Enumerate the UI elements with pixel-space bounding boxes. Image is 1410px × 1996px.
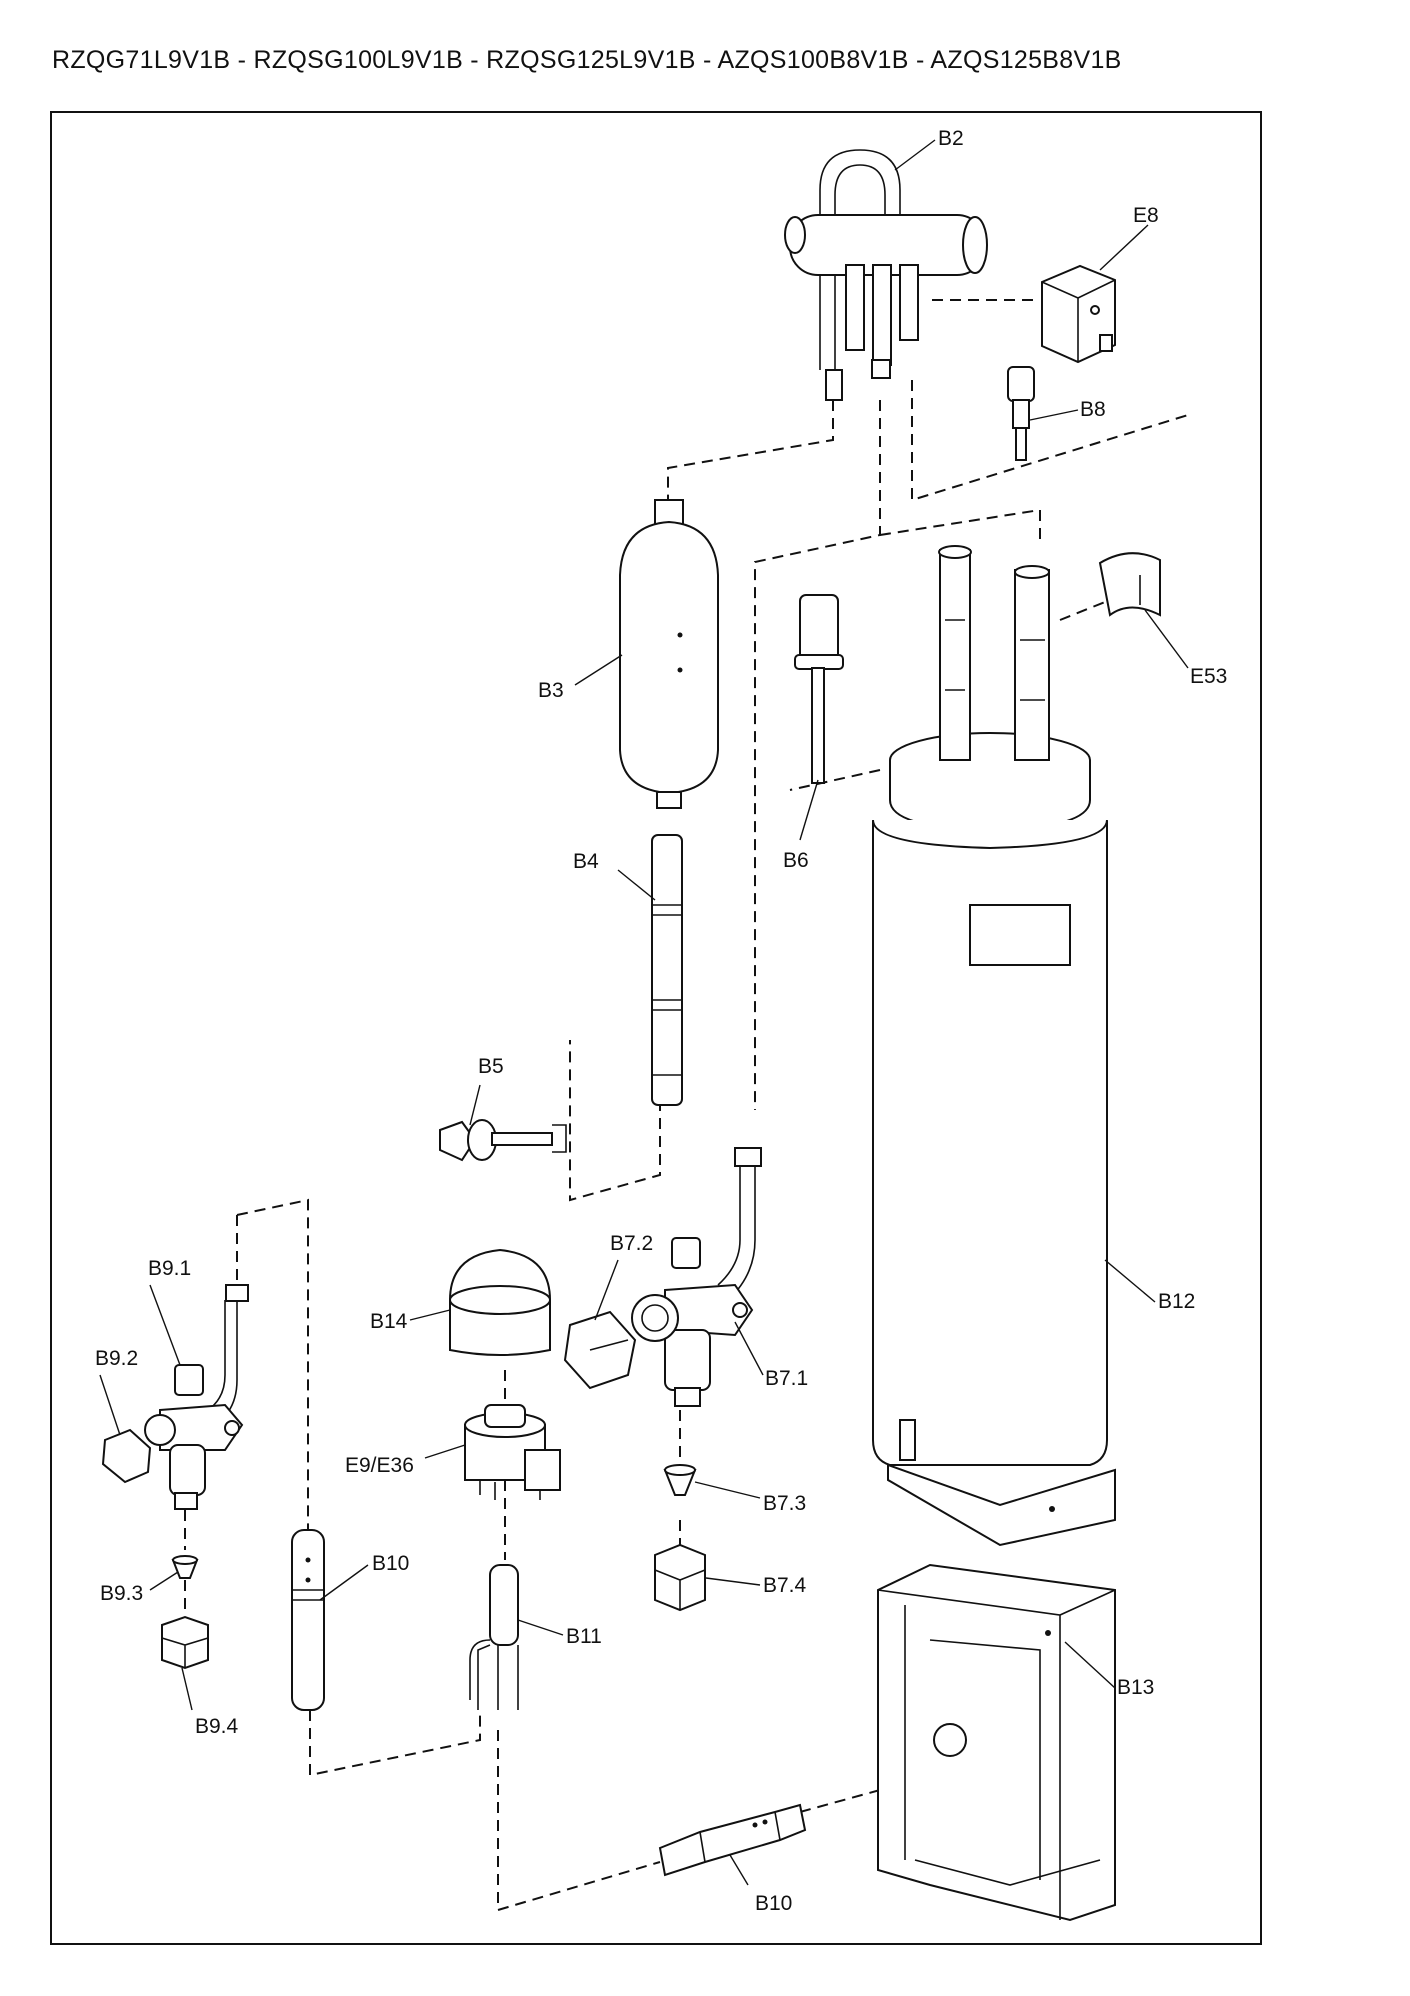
label-b11: B11 <box>566 1625 602 1648</box>
cap-b9-2[interactable] <box>101 1428 152 1484</box>
part-labels: B2 E8 B8 B3 E53 B6 B4 B5 B7.2 B9.1 B14 B… <box>95 127 1227 1915</box>
label-b3: B3 <box>538 679 564 702</box>
page-title: RZQG71L9V1B - RZQSG100L9V1B - RZQSG125L9… <box>52 46 1122 74</box>
strainer-b10-lower[interactable] <box>658 1803 807 1877</box>
label-b7-4: B7.4 <box>763 1574 807 1597</box>
flare-nut-b7-4[interactable] <box>654 1543 706 1612</box>
seal-b9-3[interactable] <box>171 1555 199 1579</box>
stop-valve-b7-1[interactable] <box>631 1147 762 1407</box>
label-b8: B8 <box>1080 398 1106 421</box>
label-b7-2: B7.2 <box>610 1232 653 1255</box>
pressure-switch-b6[interactable] <box>794 594 844 784</box>
label-b10-upper: B10 <box>372 1552 409 1575</box>
label-b10-lower: B10 <box>755 1892 792 1915</box>
label-b9-3: B9.3 <box>100 1582 143 1605</box>
sensor-b5[interactable] <box>439 1119 567 1162</box>
bracket-b13[interactable] <box>877 1563 1116 1922</box>
pipe-b4[interactable] <box>651 834 683 1106</box>
coil-e8[interactable] <box>1041 264 1116 364</box>
compressor-b12[interactable] <box>872 545 1116 1547</box>
seal-b7-3[interactable] <box>663 1464 697 1496</box>
leader-lines <box>99 139 1189 1886</box>
label-e8: E8 <box>1133 204 1159 227</box>
label-b5: B5 <box>478 1055 504 1078</box>
cover-b14[interactable] <box>449 1248 551 1356</box>
label-b2: B2 <box>938 127 964 150</box>
four-way-valve-b2[interactable] <box>784 149 988 401</box>
label-b12: B12 <box>1158 1290 1195 1313</box>
accumulator-b3[interactable] <box>619 499 719 809</box>
label-b6: B6 <box>783 849 809 872</box>
clip-e53[interactable] <box>1098 552 1161 617</box>
label-b9-1: B9.1 <box>148 1257 191 1280</box>
diagram-frame <box>50 111 1262 1945</box>
label-b7-1: B7.1 <box>765 1367 808 1390</box>
expansion-valve-b11[interactable] <box>469 1564 519 1710</box>
service-port-b8[interactable] <box>1007 366 1035 461</box>
label-b13: B13 <box>1117 1676 1154 1699</box>
cap-b7-2[interactable] <box>563 1310 637 1390</box>
label-b9-4: B9.4 <box>195 1715 239 1738</box>
label-b4: B4 <box>573 850 599 873</box>
stop-valve-b9-1[interactable] <box>144 1284 249 1510</box>
label-e53: E53 <box>1190 665 1227 688</box>
connection-lines <box>184 299 1189 1912</box>
strainer-b10-upper[interactable] <box>291 1529 325 1711</box>
label-b7-3: B7.3 <box>763 1492 806 1515</box>
label-e9-e36: E9/E36 <box>345 1454 414 1477</box>
label-b14: B14 <box>370 1310 408 1333</box>
coil-e9-e36[interactable] <box>464 1404 561 1500</box>
flare-nut-b9-4[interactable] <box>161 1615 209 1670</box>
label-b9-2: B9.2 <box>95 1347 138 1370</box>
